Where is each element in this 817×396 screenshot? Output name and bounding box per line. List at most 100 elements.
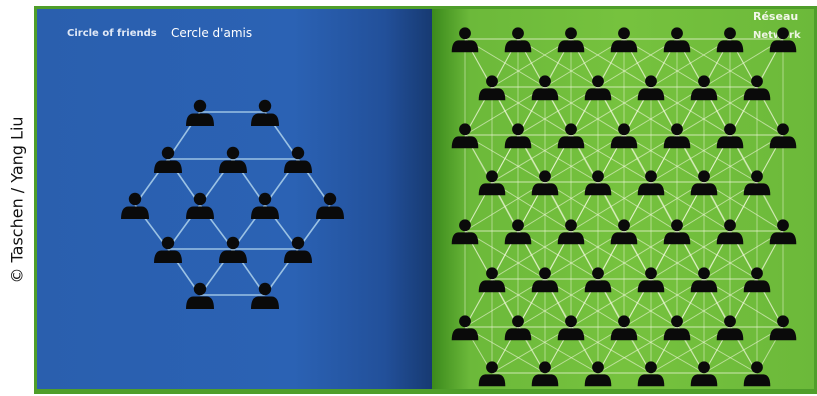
network-link <box>491 134 572 183</box>
network-link <box>597 38 678 88</box>
network-link <box>544 38 625 88</box>
person-icon <box>504 27 532 53</box>
person-icon <box>769 27 797 53</box>
network-link <box>570 86 652 136</box>
network-link <box>491 230 572 280</box>
person-icon <box>284 236 312 263</box>
person-icon <box>716 123 744 149</box>
person-icon <box>610 315 638 341</box>
network-link <box>597 134 678 183</box>
person-icon <box>154 236 182 263</box>
person-icon <box>743 170 771 196</box>
network-link <box>544 326 625 374</box>
person-icon <box>690 361 718 387</box>
network-link <box>650 38 731 88</box>
person-icon <box>584 170 612 196</box>
person-icon <box>610 219 638 245</box>
person-icon <box>743 361 771 387</box>
photo-credit: © Taschen / Yang Liu <box>0 0 34 396</box>
person-icon <box>121 192 149 219</box>
person-icon <box>478 361 506 387</box>
network-link <box>703 38 784 88</box>
person-icon <box>251 192 279 219</box>
person-icon <box>451 315 479 341</box>
person-icon <box>504 123 532 149</box>
person-icon <box>690 170 718 196</box>
network-link <box>517 181 599 232</box>
network-link <box>464 278 546 328</box>
person-icon <box>316 192 344 219</box>
network-link <box>597 326 678 374</box>
left-title-french: Cercle d'amis <box>171 26 253 40</box>
person-icon <box>284 146 312 173</box>
person-icon <box>251 282 279 309</box>
person-icon <box>504 219 532 245</box>
person-icon <box>251 99 279 126</box>
circle-of-friends-diagram <box>121 99 344 309</box>
network-link <box>703 134 784 183</box>
person-icon <box>769 219 797 245</box>
person-icon <box>610 27 638 53</box>
left-page: Circle of friends Cercle d'amis <box>37 9 432 389</box>
person-icon <box>531 361 559 387</box>
network-link <box>544 230 625 280</box>
person-icon <box>637 267 665 293</box>
network-link <box>491 38 572 88</box>
network-link <box>650 230 731 280</box>
person-icon <box>663 123 691 149</box>
person-icon <box>219 236 247 263</box>
person-icon <box>690 75 718 101</box>
right-title-english: Network <box>753 30 801 41</box>
person-icon <box>186 192 214 219</box>
person-icon <box>716 315 744 341</box>
network-link <box>703 326 784 374</box>
network-link <box>544 134 625 183</box>
person-icon <box>557 219 585 245</box>
credit-text: © Taschen / Yang Liu <box>7 116 27 284</box>
person-icon <box>557 27 585 53</box>
right-page: Réseau Network <box>432 9 814 389</box>
person-icon <box>451 219 479 245</box>
network-diagram <box>451 27 797 387</box>
person-icon <box>531 170 559 196</box>
person-icon <box>186 282 214 309</box>
network-link <box>623 278 705 328</box>
person-icon <box>743 75 771 101</box>
person-icon <box>610 123 638 149</box>
network-link <box>676 181 758 232</box>
person-icon <box>154 146 182 173</box>
open-book: Circle of friends Cercle d'amis Réseau N… <box>34 6 817 394</box>
left-title-english: Circle of friends <box>67 28 157 39</box>
person-icon <box>637 75 665 101</box>
person-icon <box>663 315 691 341</box>
network-link <box>650 326 731 374</box>
person-icon <box>663 27 691 53</box>
network-link <box>676 278 758 328</box>
person-icon <box>716 27 744 53</box>
person-icon <box>584 75 612 101</box>
person-icon <box>557 123 585 149</box>
person-icon <box>663 219 691 245</box>
network-link <box>464 86 546 136</box>
person-icon <box>743 267 771 293</box>
person-icon <box>478 170 506 196</box>
person-icon <box>504 315 532 341</box>
person-icon <box>637 361 665 387</box>
network-link <box>650 134 731 183</box>
person-icon <box>531 75 559 101</box>
person-icon <box>219 146 247 173</box>
network-link <box>570 278 652 328</box>
network-link <box>597 230 678 280</box>
network-link <box>464 181 546 232</box>
network-link <box>517 86 599 136</box>
person-icon <box>716 219 744 245</box>
person-icon <box>451 123 479 149</box>
person-icon <box>769 123 797 149</box>
person-icon <box>478 75 506 101</box>
network-link <box>703 230 784 280</box>
network-link <box>623 86 705 136</box>
person-icon <box>531 267 559 293</box>
network-link <box>517 278 599 328</box>
person-icon <box>557 315 585 341</box>
network-link <box>491 326 572 374</box>
